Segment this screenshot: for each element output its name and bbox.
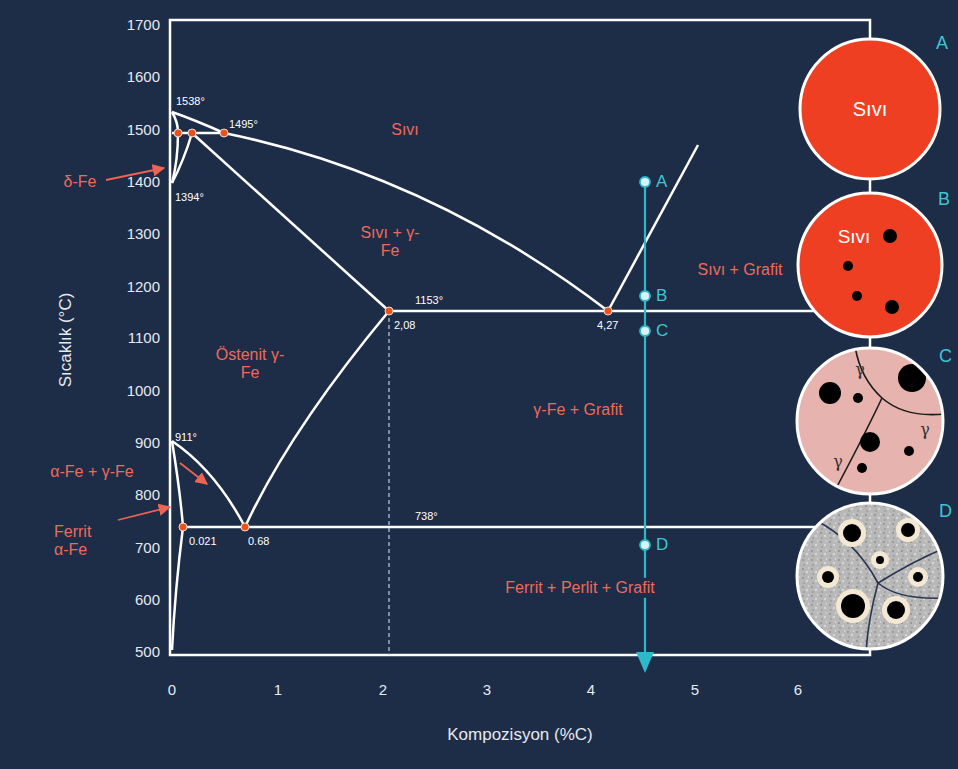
value-label: 1495° <box>229 118 258 131</box>
tick-label: 0 <box>168 681 176 698</box>
invariant-points <box>174 129 612 531</box>
region-label: α-Fe + γ-Fe <box>47 462 136 482</box>
phase-text: Sıvı <box>853 98 887 121</box>
tick-label: 4 <box>587 681 595 698</box>
tick-label: 1 <box>274 681 282 698</box>
point-label: C <box>656 321 668 341</box>
stage-letter: D <box>939 501 952 522</box>
value-label: 1394° <box>175 191 204 204</box>
region-label: γ-Fe + Grafit <box>530 400 625 420</box>
stage-letter: A <box>936 33 948 54</box>
value-label: 1538° <box>176 95 205 108</box>
grain-symbol: γ <box>833 453 843 471</box>
grain-symbol: γ <box>855 361 865 379</box>
tick-label: 5 <box>691 681 699 698</box>
value-label: 0.021 <box>189 535 217 548</box>
region-label: Ferrit α-Fe <box>51 522 109 561</box>
point-label: A <box>656 172 667 192</box>
tick-label: 1300 <box>127 225 160 242</box>
point-label: D <box>656 535 668 555</box>
axis-title: Kompozisyon (%C) <box>447 725 593 745</box>
plot-frame <box>170 20 870 655</box>
tick-label: 1700 <box>127 16 160 33</box>
tick-label: 2 <box>379 681 387 698</box>
circle-outline <box>798 193 942 337</box>
stage-letter: C <box>939 346 952 367</box>
region-label: Sıvı + Grafit <box>695 260 786 280</box>
tick-label: 1400 <box>127 173 160 190</box>
tick-label: 1000 <box>127 382 160 399</box>
dashed-guide <box>388 311 389 655</box>
tick-label: 600 <box>135 591 160 608</box>
tick-label: 500 <box>135 643 160 660</box>
value-label: 4,27 <box>597 319 618 332</box>
cooling-path <box>636 177 654 673</box>
stage-circle: D <box>797 503 943 649</box>
stage-circle: ASıvı <box>800 39 940 179</box>
region-label: Sıvı <box>388 120 422 140</box>
region-label: Ferrit + Perlit + Grafit <box>502 578 657 598</box>
value-label: 911° <box>175 431 197 444</box>
value-label: 2,08 <box>394 319 415 332</box>
phase-boundaries <box>172 112 870 650</box>
tick-label: 1100 <box>128 329 160 346</box>
point-label: B <box>656 286 667 306</box>
grain-symbol: γ <box>920 421 930 439</box>
value-label: 0.68 <box>248 535 269 548</box>
region-label: δ-Fe <box>61 172 100 192</box>
value-label: 1153° <box>415 294 443 307</box>
tick-label: 6 <box>794 681 802 698</box>
phase-text: Sıvı <box>838 226 871 248</box>
tick-label: 3 <box>483 681 491 698</box>
tick-label: 800 <box>135 486 160 503</box>
tick-label: 1200 <box>127 278 160 295</box>
circle-outline <box>797 503 943 649</box>
axis-title: Sıcaklık (°C) <box>56 293 76 388</box>
tick-label: 700 <box>135 539 160 556</box>
stage-circle: BSıvı <box>798 193 942 337</box>
region-label: Sıvı + γ-Fe <box>355 223 425 262</box>
tick-label: 1500 <box>127 121 160 138</box>
stage-circle: Cγγγ <box>797 348 943 494</box>
value-label: 738° <box>415 510 438 523</box>
stage-letter: B <box>938 189 950 210</box>
tick-label: 1600 <box>127 68 160 85</box>
tick-label: 900 <box>135 434 160 451</box>
region-label: Östenit γ-Fe <box>209 345 291 384</box>
